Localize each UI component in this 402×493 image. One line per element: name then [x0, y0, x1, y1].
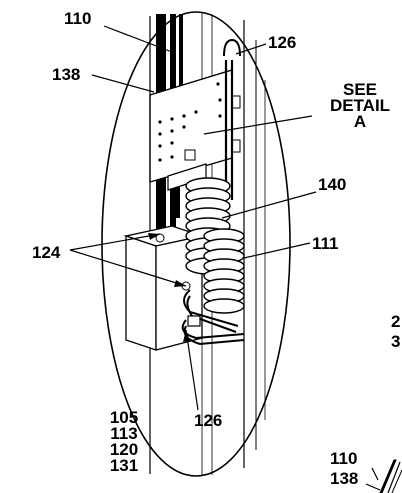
- label-124: 124: [32, 243, 61, 262]
- see-detail-a: SEE DETAIL A: [322, 80, 398, 131]
- see-detail-line-1: SEE: [342, 80, 378, 99]
- hose-hook: [223, 38, 241, 200]
- leader-lines: [69, 25, 317, 411]
- part-113: 113: [110, 424, 138, 443]
- label-edge-3: 3: [391, 332, 401, 351]
- label-126-top: 126: [268, 33, 297, 52]
- part-131: 131: [109, 456, 139, 475]
- part-120: 120: [109, 440, 139, 459]
- label-110: 110: [64, 9, 92, 28]
- see-detail-line-2: DETAIL: [329, 96, 391, 115]
- label-110-bottom: 110: [330, 449, 358, 468]
- part-105: 105: [109, 408, 139, 427]
- part-list: 105 113 120 131: [104, 408, 144, 475]
- lower-fragment: [365, 459, 402, 493]
- coiled-hose-lower: [203, 228, 245, 314]
- label-111: 111: [312, 234, 339, 253]
- leader-arrows: [148, 233, 190, 342]
- label-edge-2: 2: [391, 312, 401, 331]
- label-126-bottom: 126: [194, 411, 223, 430]
- label-140: 140: [318, 175, 347, 194]
- label-138: 138: [52, 65, 81, 84]
- see-detail-line-3: A: [353, 112, 367, 131]
- label-138-bottom: 138: [330, 469, 359, 488]
- mounting-plate: [149, 69, 241, 183]
